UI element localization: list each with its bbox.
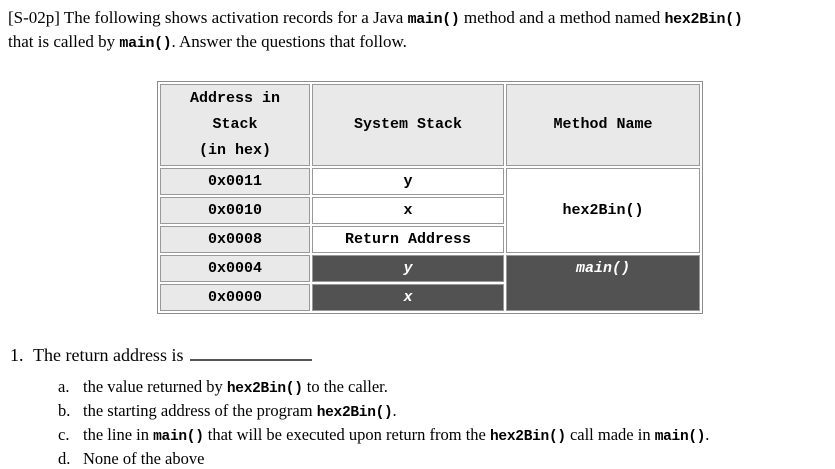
option-d: d. None of the above (58, 448, 709, 469)
intro-line-1: [S-02p] The following shows activation r… (8, 7, 834, 31)
stack-cell-dark: x (312, 284, 504, 311)
activation-records-table-container: Address in Stack (in hex) System Stack M… (157, 81, 703, 314)
method-cell-main: main() (506, 255, 700, 311)
stack-cell: x (312, 197, 504, 224)
option-c: c. the line in main() that will be execut… (58, 424, 709, 448)
address-cell: 0x0010 (160, 197, 310, 224)
option-text: that will be executed upon return from t… (203, 425, 491, 444)
option-text: to the caller. (302, 377, 388, 396)
method-cell-hex2bin: hex2Bin() (506, 168, 700, 253)
option-text: . (392, 401, 397, 420)
table-header-row: Address in Stack (in hex) System Stack M… (160, 84, 700, 166)
table-row: 0x0011 y hex2Bin() (160, 168, 700, 253)
intro-line-2: that is called by main(). Answer the que… (8, 31, 834, 55)
intro-text: method and a method named (459, 8, 665, 27)
question-number: 1. (10, 345, 24, 366)
option-letter: c. (58, 425, 70, 444)
code-main: main() (119, 36, 172, 52)
question-1: 1. The return address is (10, 344, 313, 366)
code-hex2bin: hex2Bin() (316, 405, 393, 421)
table-row: 0x0010 x (160, 197, 700, 224)
address-cell: 0x0004 (160, 255, 310, 282)
address-cell: 0x0011 (160, 168, 310, 195)
option-a: a. the value returned by hex2Bin() to the… (58, 376, 709, 400)
intro-text: . Answer the questions that follow. (171, 32, 407, 51)
option-text: call made in (565, 425, 655, 444)
stack-cell-return-address: Return Address (312, 226, 504, 253)
header-system-stack: System Stack (312, 84, 504, 166)
option-letter: a. (58, 377, 70, 396)
option-text: None of the above (83, 449, 205, 468)
stack-cell: y (312, 168, 504, 195)
address-cell: 0x0008 (160, 226, 310, 253)
code-main: main() (654, 429, 706, 445)
intro-text: that is called by (8, 32, 120, 51)
question-1-options: a. the value returned by hex2Bin() to the… (58, 376, 709, 469)
answer-blank-line (190, 344, 313, 362)
option-letter: b. (58, 401, 71, 420)
intro-paragraph: [S-02p] The following shows activation r… (8, 7, 834, 55)
header-method-name: Method Name (506, 84, 700, 166)
question-text: The return address is (33, 345, 184, 366)
code-hex2bin: hex2Bin() (490, 429, 566, 445)
code-main: main() (153, 429, 204, 445)
table-row: 0x0000 x (160, 284, 700, 311)
option-text: the value returned by (83, 377, 227, 396)
option-text: . (705, 425, 710, 444)
page: { "colors": { "page_bg": "#ffffff", "hea… (8, 7, 834, 468)
option-text: the line in (83, 425, 154, 444)
table-row: 0x0004 y main() (160, 255, 700, 311)
activation-records-table: Address in Stack (in hex) System Stack M… (157, 81, 703, 314)
table-row: 0x0008 Return Address (160, 226, 700, 253)
stack-cell-dark: y (312, 255, 504, 282)
code-hex2bin: hex2Bin() (226, 381, 303, 397)
option-b: b. the starting address of the program he… (58, 400, 709, 424)
intro-text: [S-02p] The following shows activation r… (8, 8, 408, 27)
code-hex2bin: hex2Bin() (664, 12, 743, 28)
code-main: main() (407, 12, 460, 28)
option-text: the starting address of the program (83, 401, 317, 420)
address-cell: 0x0000 (160, 284, 310, 311)
header-address-in-stack: Address in Stack (in hex) (160, 84, 310, 166)
option-letter: d. (58, 449, 71, 468)
